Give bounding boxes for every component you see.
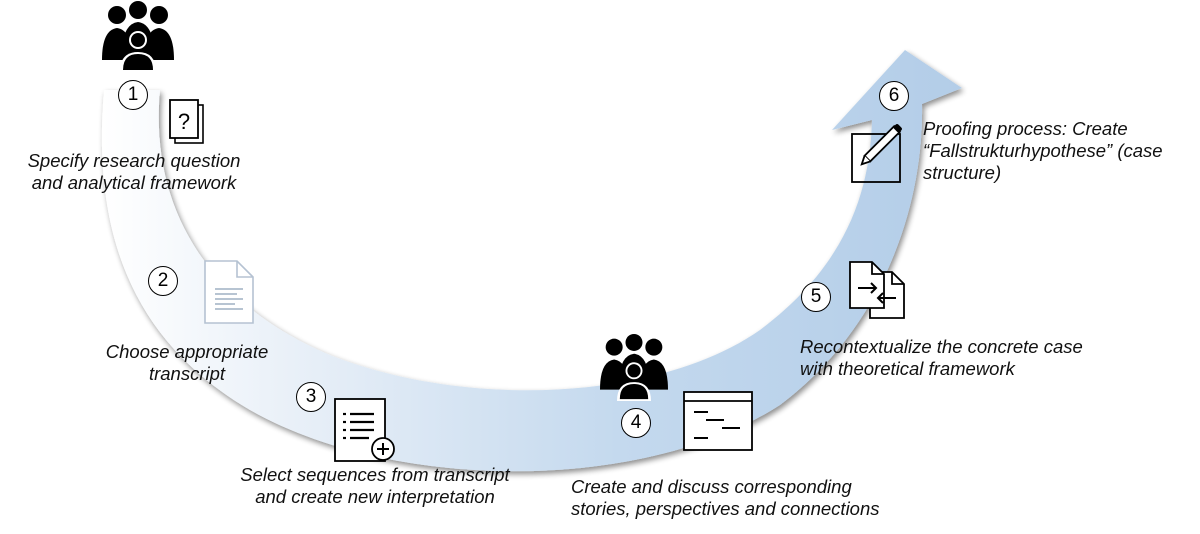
step-5-number: 5 [801, 282, 831, 312]
edit-pencil-icon [851, 124, 902, 183]
people-group-icon [102, 1, 174, 72]
document-exchange-icon [849, 261, 905, 319]
step-3-number: 3 [296, 382, 326, 412]
question-document-icon: ? [169, 99, 204, 144]
svg-text:?: ? [178, 109, 190, 134]
list-add-icon [334, 398, 395, 462]
window-text-icon [683, 391, 753, 451]
step-6-label: Proofing process: Create “Fallstrukturhy… [923, 118, 1163, 183]
step-2-label: Choose appropriate transcript [105, 341, 269, 384]
people-group-icon [600, 333, 668, 401]
step-2-number: 2 [148, 266, 178, 296]
step-4-label: Create and discuss corresponding stories… [571, 476, 880, 519]
step-6-number: 6 [879, 81, 909, 111]
step-3-label: Select sequences from transcript and cre… [240, 464, 510, 507]
step-4-number: 4 [621, 408, 651, 438]
step-1-label: Specify research question and analytical… [27, 150, 241, 193]
step-1-number: 1 [118, 80, 148, 110]
document-icon [204, 260, 254, 324]
step-5-label: Recontextualize the concrete case with t… [800, 336, 1083, 379]
